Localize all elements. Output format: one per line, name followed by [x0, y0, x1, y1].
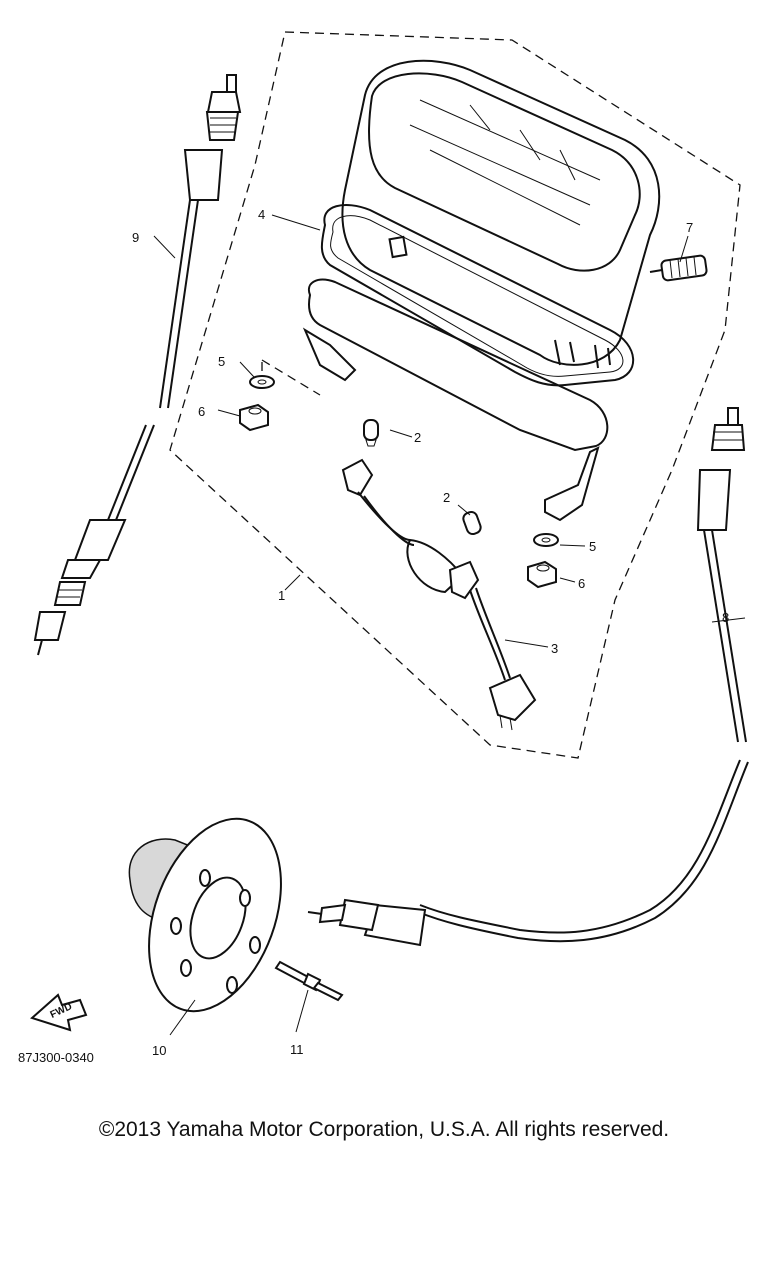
speedometer-cable-9 [33, 74, 242, 656]
assembly-boundary [169, 31, 741, 759]
callout-5a: 5 [218, 354, 225, 369]
callout-3: 3 [551, 641, 558, 656]
callout-11: 11 [290, 1042, 304, 1057]
nut-6a [239, 403, 269, 432]
callout-6b: 6 [578, 576, 585, 591]
callout-9: 9 [132, 230, 139, 245]
callout-2b: 2 [443, 490, 450, 505]
copyright-notice: ©2013 Yamaha Motor Corporation, U.S.A. A… [98, 1118, 670, 1141]
callout-7: 7 [686, 220, 693, 235]
callout-5b: 5 [589, 539, 596, 554]
meter-bracket [302, 278, 609, 522]
tachometer-cable-8 [307, 407, 749, 947]
nut-6b [527, 560, 557, 589]
callout-1: 1 [278, 588, 285, 603]
reset-knob [649, 254, 708, 282]
stud-bolts [554, 339, 611, 369]
callout-6a: 6 [198, 404, 205, 419]
drive-flange [128, 817, 282, 1013]
parts-diagram: FWD 9 4 5 6 2 2 5 6 3 8 7 1 10 11 87J300… [18, 31, 749, 1065]
forward-arrow-icon: FWD [30, 993, 88, 1032]
gasket-ring [320, 204, 635, 387]
callout-2a: 2 [414, 430, 421, 445]
meter-housing [341, 59, 661, 366]
bulb-2b [462, 510, 482, 536]
figure-code: 87J300-0340 [18, 1050, 94, 1065]
callout-4: 4 [258, 207, 265, 222]
washer-5b [533, 533, 559, 547]
bulb-2a [363, 419, 379, 447]
pin-11 [274, 960, 344, 1002]
callout-10: 10 [152, 1043, 166, 1058]
callout-8: 8 [722, 610, 729, 625]
wire-harness [341, 458, 537, 731]
washer-5a [249, 375, 275, 389]
